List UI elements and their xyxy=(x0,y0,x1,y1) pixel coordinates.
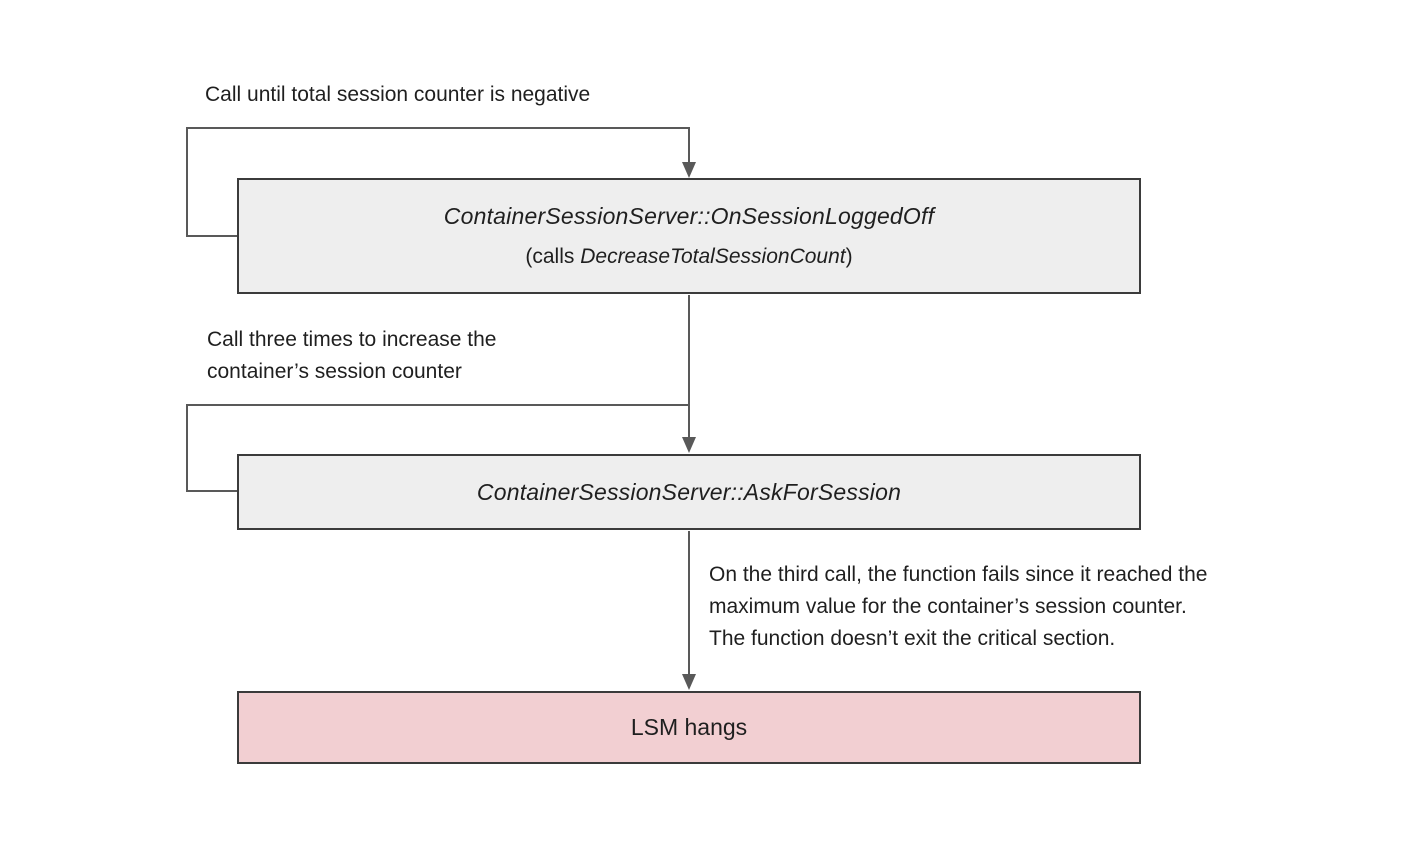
loop-label-total-session-counter: Call until total session counter is nega… xyxy=(205,83,591,106)
loop-label-line1: Call three times to increase the xyxy=(207,328,497,351)
note-line2: maximum value for the container’s sessio… xyxy=(709,595,1187,618)
box-ask-for-session-title: ContainerSessionServer::AskForSession xyxy=(476,478,902,505)
loop-arrow-box2 xyxy=(186,404,689,492)
arrow-box2-to-box3 xyxy=(682,531,696,690)
loop-arrow-box1 xyxy=(186,127,696,237)
subtitle-function-name: DecreaseTotalSessionCount xyxy=(580,245,846,268)
box-on-session-logged-off: ContainerSessionServer::OnSessionLoggedO… xyxy=(237,178,1141,294)
loop-label-container-session-counter: Call three times to increase the contain… xyxy=(207,324,496,388)
note-third-call-failure: On the third call, the function fails si… xyxy=(709,559,1207,655)
loop-label-line2: container’s session counter xyxy=(207,360,462,383)
box-lsm-hangs: LSM hangs xyxy=(237,691,1141,764)
note-line3: The function doesn’t exit the critical s… xyxy=(709,627,1116,650)
subtitle-prefix: (calls xyxy=(525,245,581,268)
box-on-session-logged-off-subtitle: (calls DecreaseTotalSessionCount) xyxy=(525,245,852,269)
note-line1: On the third call, the function fails si… xyxy=(709,563,1208,586)
subtitle-suffix: ) xyxy=(845,245,853,268)
box-ask-for-session: ContainerSessionServer::AskForSession xyxy=(237,454,1141,530)
box-on-session-logged-off-title: ContainerSessionServer::OnSessionLoggedO… xyxy=(443,203,935,229)
box-lsm-hangs-title: LSM hangs xyxy=(630,714,748,740)
arrow-box1-to-box2 xyxy=(682,295,696,453)
